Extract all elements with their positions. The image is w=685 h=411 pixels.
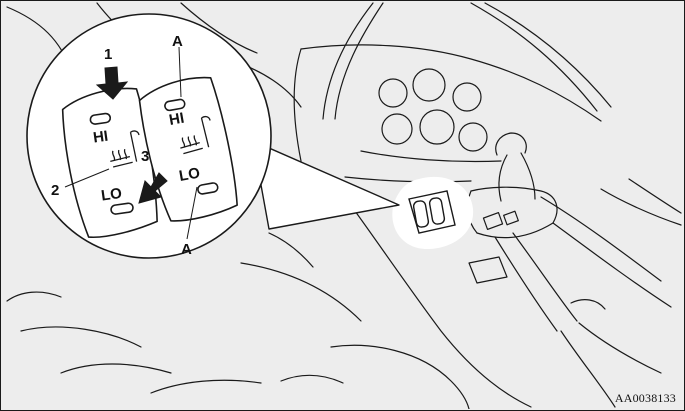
steering-wheel xyxy=(323,3,611,119)
callout-a-bottom: A xyxy=(181,241,192,258)
figure-code: AA0038133 xyxy=(615,391,676,406)
right-lo-label: LO xyxy=(178,165,202,185)
callout-a-top: A xyxy=(172,33,183,50)
callout-2: 2 xyxy=(51,182,59,199)
callout-1: 1 xyxy=(104,46,112,63)
seat-outline xyxy=(7,233,469,409)
switch-location-highlight xyxy=(392,177,473,249)
callout-3: 3 xyxy=(141,148,149,165)
right-hi-label: HI xyxy=(168,110,186,129)
left-lo-label: LO xyxy=(100,185,123,205)
left-hi-label: HI xyxy=(92,128,109,147)
gear-shift xyxy=(468,133,577,331)
